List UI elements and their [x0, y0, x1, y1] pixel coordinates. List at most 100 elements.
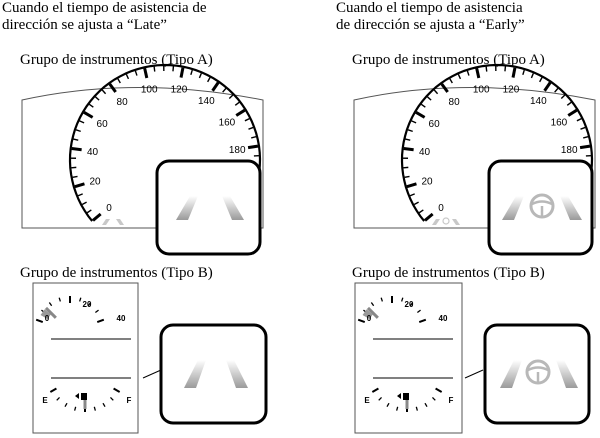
right-speedo-major-tick — [424, 212, 434, 222]
right-cluster-a-frame — [353, 87, 596, 229]
right-a-callout-box — [487, 159, 594, 256]
left-speedo-label: 120 — [171, 84, 188, 95]
right-speedo-minor-tick — [539, 77, 543, 83]
right-temp-label: 0 — [367, 314, 372, 323]
left-temp-tick — [94, 309, 99, 314]
left-speedo-label: 40 — [87, 147, 99, 158]
left-speedo-major-tick — [247, 144, 259, 150]
left-temp-tick — [87, 302, 92, 307]
left-speedo-minor-tick — [228, 94, 234, 99]
right-speedo-minor-tick — [433, 89, 439, 95]
right-temp-tick — [418, 318, 427, 324]
right-fuel-tick — [386, 402, 390, 407]
left-callout-connector — [142, 369, 162, 379]
right-temp-tick — [370, 302, 375, 307]
right-cluster-a: 020406080100120140160180200 — [353, 63, 596, 256]
right-speedo-minor-tick — [522, 69, 525, 76]
right-speedo-major-tick — [579, 144, 591, 150]
left-speedo-major-tick — [71, 147, 82, 152]
left-temp-label: 0 — [45, 314, 50, 323]
left-speedo-minor-tick — [86, 209, 92, 214]
right-speedo-major-tick — [511, 67, 517, 78]
left-speedo-minor-tick — [72, 175, 78, 179]
right-speedo-minor-tick — [583, 135, 589, 139]
right-speedo-major-tick — [406, 182, 417, 189]
left-speedo-major-tick — [179, 67, 185, 78]
right-speedo-label: 100 — [473, 85, 490, 96]
right-cluster-b-frame — [354, 282, 463, 434]
left-temp-tick — [58, 297, 61, 302]
right-speedo-minor-tick — [554, 87, 559, 93]
fuel-pump-icon — [75, 393, 87, 400]
right-speedo-label: 40 — [419, 147, 431, 158]
left-speedo-major-tick — [92, 212, 102, 222]
left-fuel-tick — [64, 402, 68, 407]
left-speedo-major-tick — [143, 67, 149, 79]
left-speedo-label: 140 — [198, 96, 215, 107]
right-speedo-minor-tick — [530, 73, 534, 79]
left-fuel-tick — [109, 396, 114, 401]
left-speedo-minor-tick — [79, 120, 85, 124]
left-temp-tick — [48, 302, 53, 307]
left-speedo-minor-tick — [75, 129, 81, 133]
right-temp-tick — [357, 318, 366, 324]
right-speedo-minor-tick — [409, 193, 415, 197]
left-b-callout-box — [159, 323, 268, 425]
right-speedo-label: 60 — [429, 119, 441, 130]
left-temp-tick — [35, 318, 44, 324]
right-speedo-arc — [400, 63, 594, 222]
right-speedo-minor-tick — [405, 138, 411, 141]
left-cluster-a: 020406080100120140160180200 — [21, 63, 264, 256]
left-caption-line1: Cuando el tiempo de asistencia de — [2, 0, 207, 16]
left-speedo-minor-tick — [134, 70, 138, 76]
right-speedo-label: 160 — [551, 117, 568, 128]
right-speedo-minor-tick — [449, 78, 453, 84]
right-fuel-tick — [415, 406, 418, 411]
left-speedo-minor-tick — [234, 101, 240, 106]
left-caption-line2: dirección se ajusta a “Late” — [2, 17, 167, 33]
right-speedo-minor-tick — [413, 201, 419, 206]
left-speedo-minor-tick — [207, 77, 211, 83]
left-speedo-minor-tick — [88, 103, 94, 108]
right-speedo-minor-tick — [580, 126, 586, 130]
left-speedo-minor-tick — [125, 74, 130, 80]
right-temp-tick — [416, 309, 421, 314]
right-speedo-minor-tick — [560, 94, 566, 99]
right-speedo-label: 180 — [561, 145, 578, 156]
left-cluster-b-title: Grupo de instrumentos (Tipo B) — [20, 265, 213, 281]
left-speedo-label: 100 — [141, 85, 158, 96]
left-speedo-minor-tick — [153, 66, 156, 72]
right-fuel-full-label: F — [449, 396, 454, 405]
left-speedo-minor-tick — [117, 78, 121, 84]
right-speedo-minor-tick — [566, 101, 572, 106]
right-speedo-label: 80 — [449, 97, 461, 108]
right-speedo-minor-tick — [404, 175, 410, 179]
right-cluster-a-callout — [487, 159, 594, 256]
right-caption-line2: de dirección se ajusta a “Early” — [336, 17, 525, 33]
left-speedo-label: 160 — [219, 117, 236, 128]
left-temp-needle — [44, 306, 57, 319]
left-speedo-minor-tick — [248, 126, 254, 130]
right-speedo-major-tick — [475, 67, 481, 79]
left-speedo-label: 180 — [229, 145, 246, 156]
right-temp-label: 40 — [439, 314, 448, 323]
right-speedo-minor-tick — [576, 117, 582, 122]
left-cluster-b-frame — [32, 282, 139, 434]
left-cluster-a-callout — [155, 159, 262, 256]
right-speedo-major-tick — [567, 108, 578, 117]
right-small-steering-indicator-icon — [432, 217, 460, 225]
right-speedo-label: 140 — [530, 96, 547, 107]
left-speedo-minor-tick — [190, 69, 193, 76]
left-speedo-minor-tick — [251, 135, 257, 139]
right-speedo-minor-tick — [420, 103, 426, 108]
left-speedo-major-tick — [235, 108, 246, 117]
right-fuel-tick — [396, 406, 399, 411]
right-fuel-tick — [431, 396, 436, 401]
left-speedo-label: 0 — [106, 203, 112, 214]
left-speedo-label: 60 — [97, 119, 109, 130]
left-fuel-tick — [113, 387, 121, 393]
left-speedo-minor-tick — [81, 201, 87, 206]
right-temp-tick — [401, 297, 404, 302]
left-fuel-tick — [74, 406, 77, 411]
